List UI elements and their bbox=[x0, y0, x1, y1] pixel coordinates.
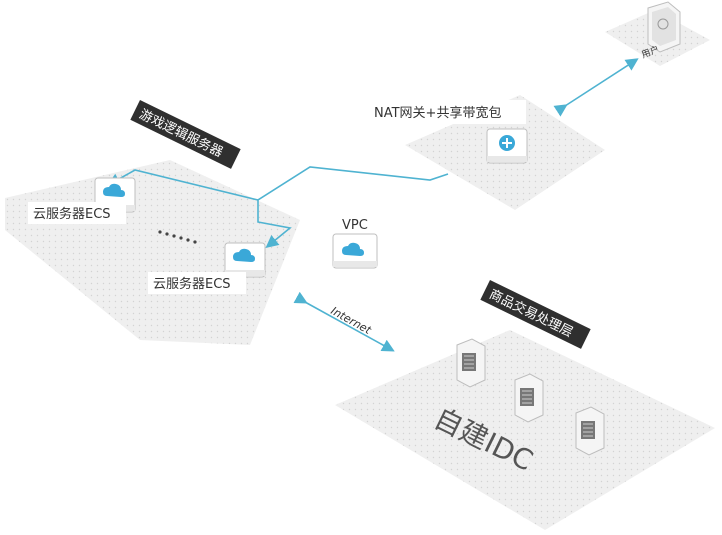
ecs-bottom-label-box bbox=[148, 272, 246, 294]
ecs-top-label-box bbox=[28, 202, 126, 224]
internet-label: Internet bbox=[329, 304, 374, 337]
nat-user-link bbox=[553, 58, 639, 117]
idc-server-icon bbox=[575, 406, 605, 456]
game-zone-title: 游戏逻辑服务器 bbox=[137, 106, 226, 160]
ecs-top-label: 云服务器ECS bbox=[33, 206, 111, 222]
idc-platform bbox=[335, 330, 715, 530]
vpc-label: VPC bbox=[342, 218, 368, 233]
trade-zone-title: 商品交易处理层 bbox=[487, 286, 576, 340]
ecs-bottom-label: 云服务器ECS bbox=[153, 276, 231, 292]
user-device-icon bbox=[647, 1, 681, 53]
internet-link bbox=[293, 291, 395, 352]
trade-zone-banner bbox=[480, 280, 591, 349]
nat-label: NAT网关+共享带宽包 bbox=[374, 105, 501, 121]
idc-server-icon bbox=[514, 373, 544, 423]
nat-gateway-icon bbox=[486, 128, 528, 164]
ellipsis-dots bbox=[158, 230, 197, 244]
game-zone-banner bbox=[130, 99, 241, 169]
idc-server-icon bbox=[456, 338, 486, 388]
vpc-icon bbox=[332, 233, 378, 269]
nat-label-box bbox=[366, 100, 526, 124]
ecs-server-icon bbox=[224, 242, 266, 278]
